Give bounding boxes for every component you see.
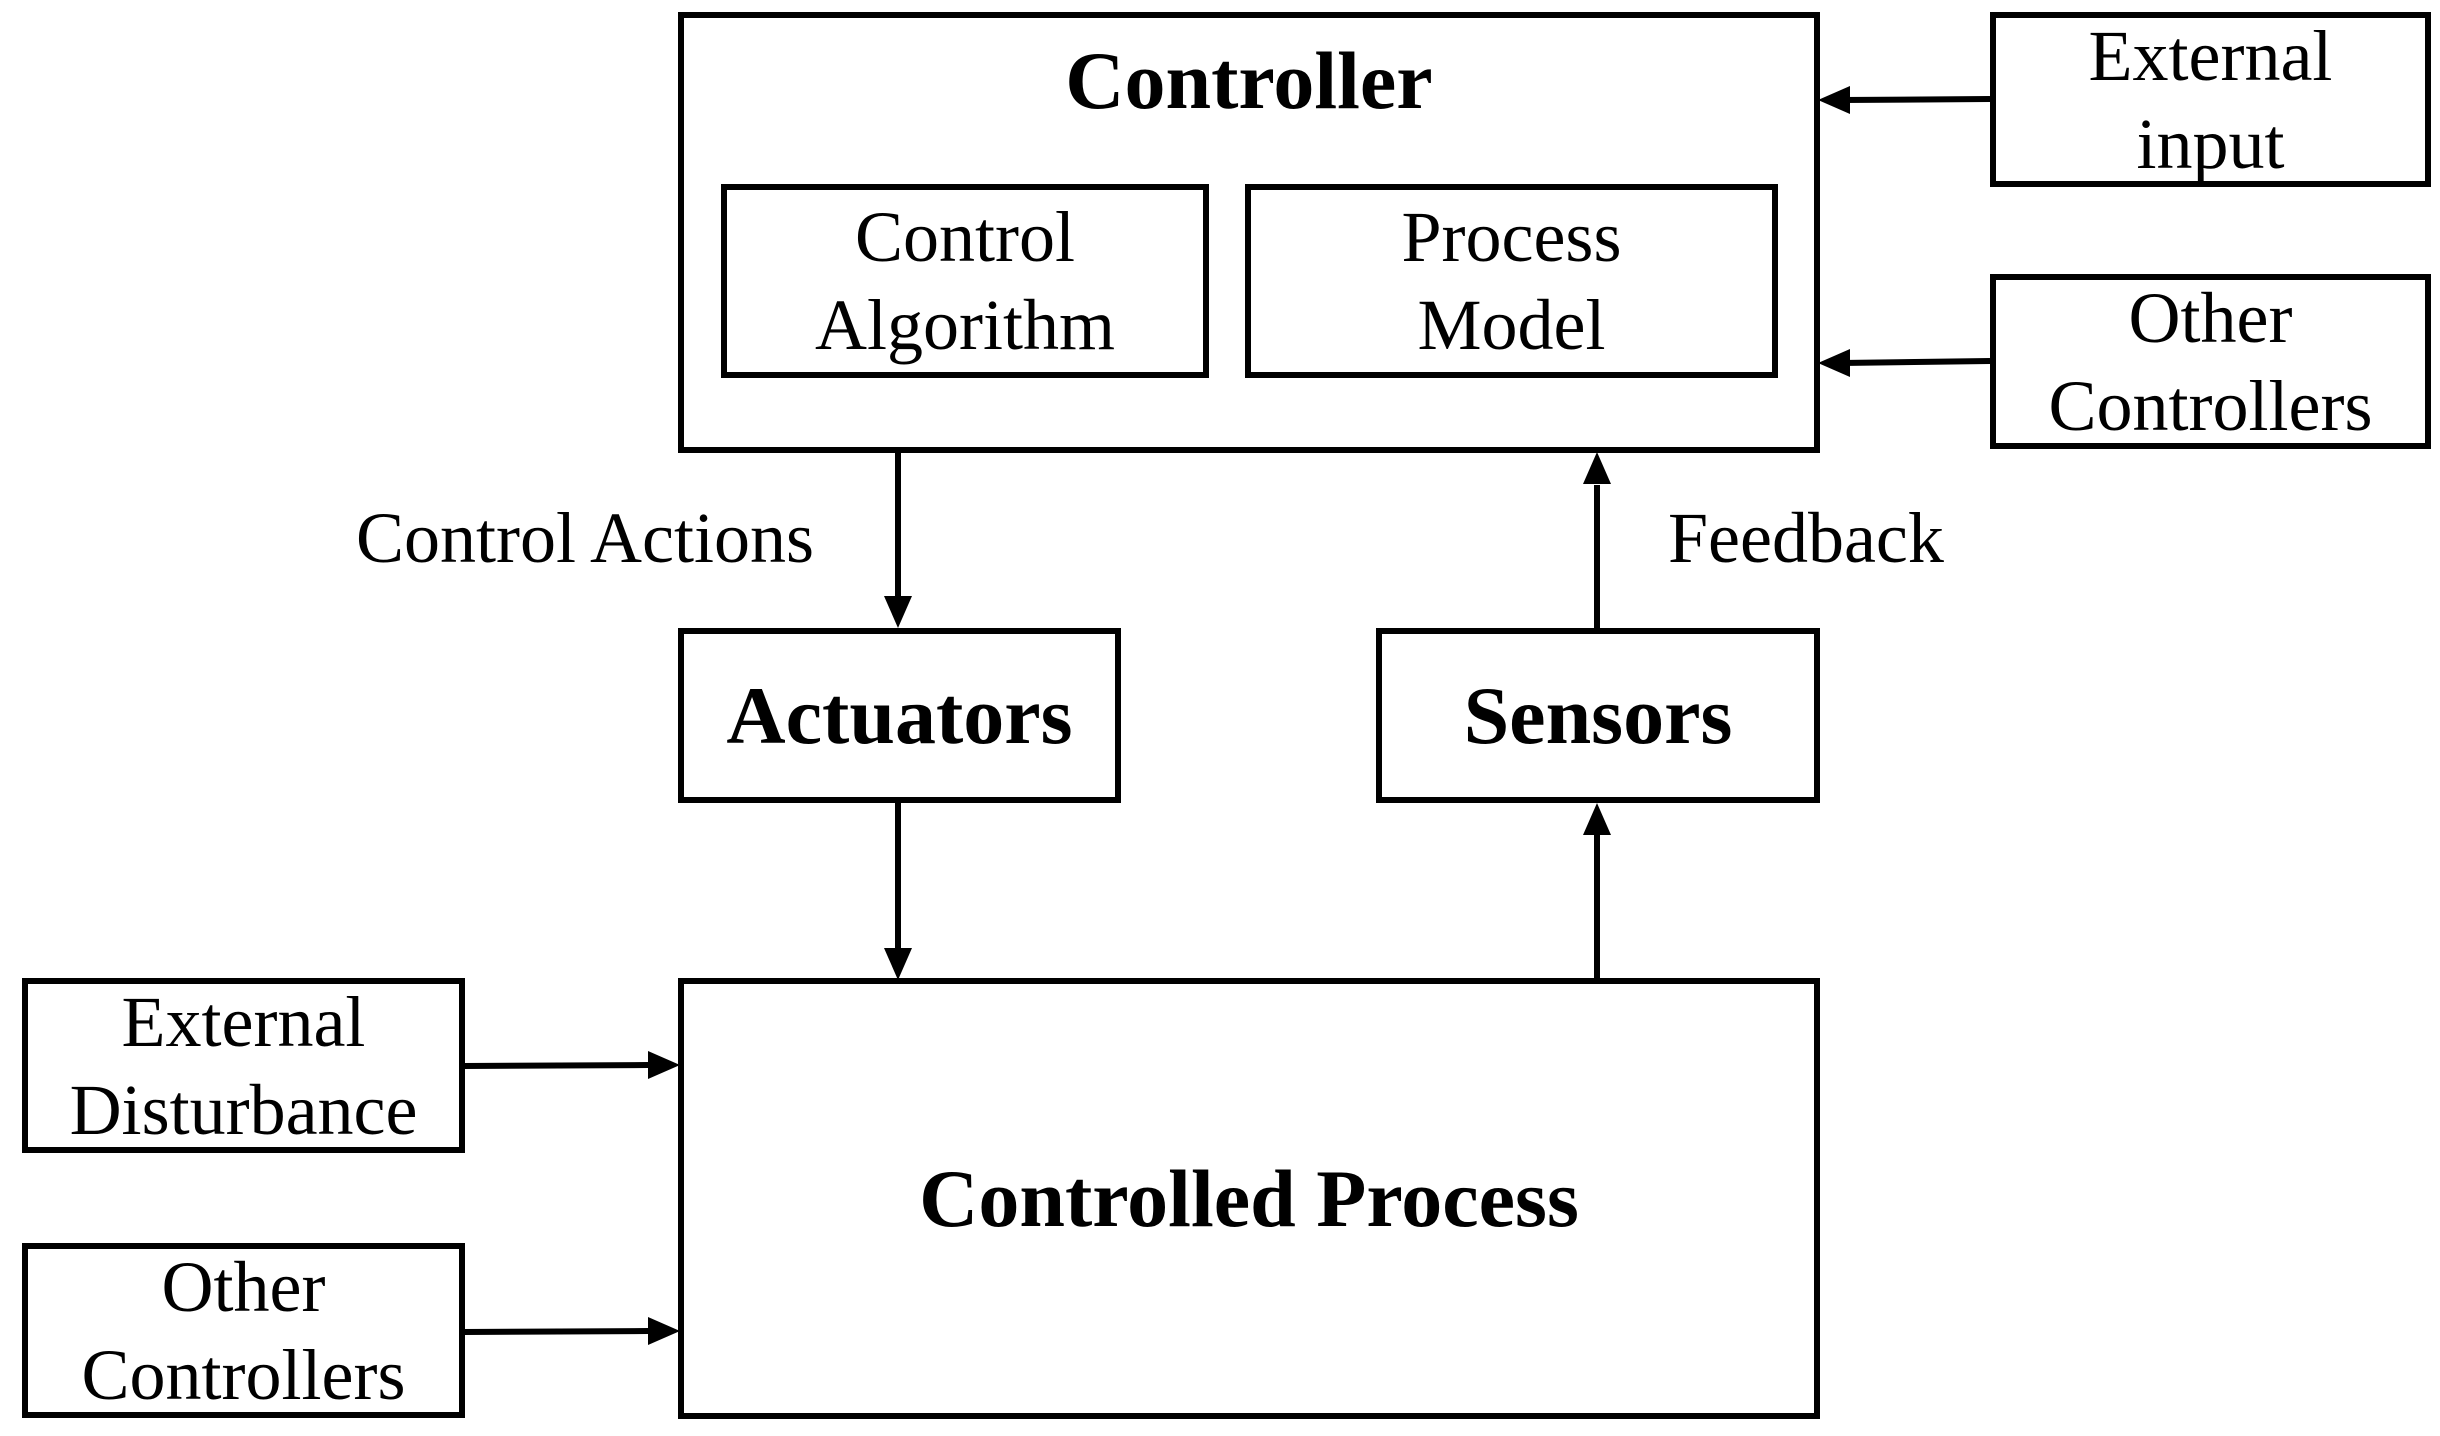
sensors-label: Sensors — [1463, 669, 1733, 761]
control-algorithm-line1: Control — [854, 197, 1075, 277]
control-actions-arrowhead — [884, 596, 912, 628]
external-input-arrow — [1841, 96, 1991, 103]
feedback-label: Feedback — [1668, 498, 1944, 578]
process-model-line2: Model — [1417, 285, 1606, 365]
sensors-box: Sensors — [1376, 628, 1820, 803]
process-model-box: Process Model — [1245, 184, 1778, 378]
external-disturbance-arrow — [463, 1062, 649, 1069]
other-controllers-top-arrowhead — [1818, 349, 1850, 377]
controller-title: Controller — [1065, 35, 1433, 126]
controller-box: Controller Control Algorithm Process Mod… — [678, 12, 1820, 453]
actuators-box: Actuators — [678, 628, 1121, 803]
external-input-box: External input — [1990, 12, 2431, 187]
actuators-label: Actuators — [726, 669, 1073, 761]
other-controllers-top-line2: Controllers — [2048, 365, 2373, 446]
external-disturbance-line2: Disturbance — [69, 1069, 418, 1150]
external-disturbance-line1: External — [121, 981, 366, 1062]
other-controllers-top-line1: Other — [2128, 277, 2293, 358]
other-controllers-bottom-box: Other Controllers — [22, 1243, 465, 1418]
control-algorithm-box: Control Algorithm — [721, 184, 1209, 378]
other-controllers-top-box: Other Controllers — [1990, 274, 2431, 449]
process-to-sensors-arrowhead — [1583, 803, 1611, 835]
other-controllers-top-arrow — [1841, 358, 1991, 366]
other-controllers-bottom-line1: Other — [161, 1246, 326, 1327]
feedback-arrowhead — [1583, 452, 1611, 484]
control-actions-label: Control Actions — [356, 498, 815, 578]
other-controllers-bottom-arrow — [463, 1328, 649, 1335]
external-input-arrowhead — [1818, 86, 1850, 114]
external-input-line2: input — [2136, 103, 2285, 184]
external-disturbance-arrowhead — [648, 1051, 680, 1079]
other-controllers-bottom-line2: Controllers — [81, 1334, 406, 1415]
external-disturbance-box: External Disturbance — [22, 978, 465, 1153]
controlled-process-box: Controlled Process — [678, 978, 1820, 1419]
other-controllers-bottom-arrowhead — [648, 1317, 680, 1345]
process-model-line1: Process — [1401, 197, 1622, 277]
actuators-to-process-arrowhead — [884, 948, 912, 980]
external-input-line1: External — [2088, 15, 2333, 96]
controlled-process-label: Controlled Process — [919, 1152, 1579, 1244]
control-algorithm-line2: Algorithm — [815, 285, 1115, 365]
